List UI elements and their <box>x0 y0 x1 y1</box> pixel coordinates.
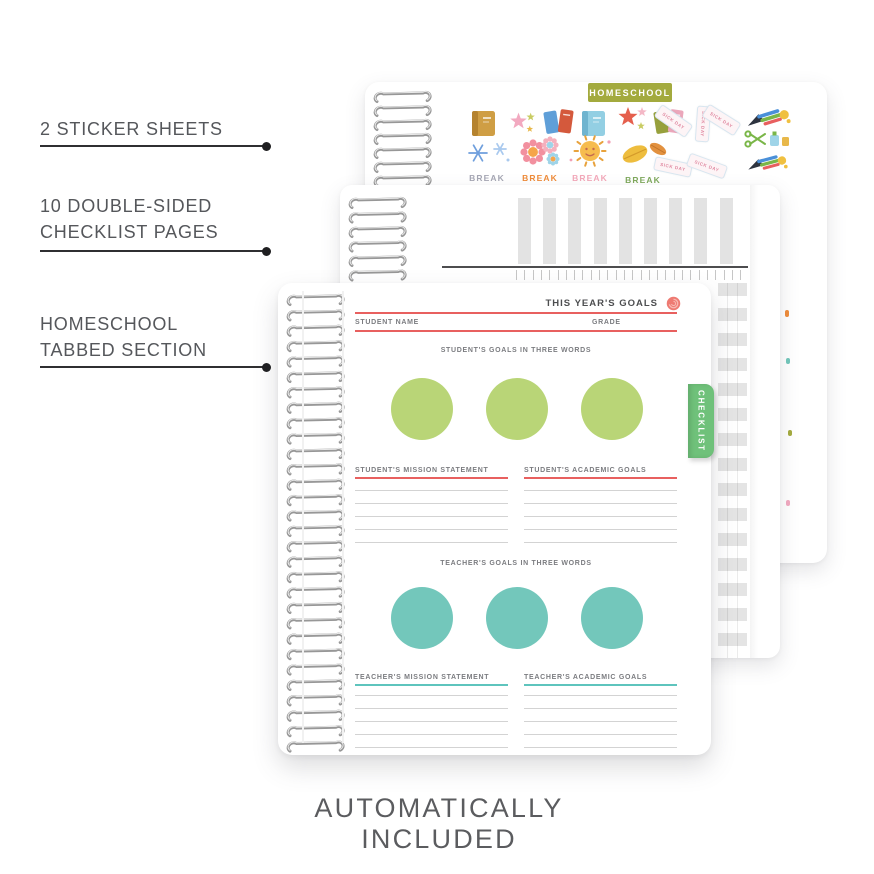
checklist-column-bar <box>669 198 683 264</box>
binding-hole-strip <box>342 291 344 743</box>
spiral-binding-icon <box>286 293 345 753</box>
tan-book-icon <box>468 108 500 138</box>
student-name-rule <box>355 330 677 332</box>
checklist-column-bar <box>694 198 708 264</box>
blue-book-icon <box>578 108 610 138</box>
checklist-row-stripes <box>718 283 747 658</box>
page-fold-shadow <box>750 185 758 658</box>
fleck-icon <box>786 358 790 364</box>
spiral-binding-icon <box>373 90 432 187</box>
goals-page: THIS YEAR'S GOALS STUDENT NAME GRADE STU… <box>278 283 711 755</box>
teacher-goals-heading: TEACHER'S GOALS IN THREE WORDS <box>440 560 592 567</box>
teacher-academic-label: TEACHER'S ACADEMIC GOALS <box>524 674 648 681</box>
callout-sticker-sheets: 2 STICKER SHEETS <box>40 116 223 142</box>
checklist-tab-label: CHECKLIST <box>696 390 706 452</box>
teacher-goal-circle <box>486 587 548 649</box>
checklist-column-bar <box>518 198 531 264</box>
checklist-column-bar <box>618 198 632 264</box>
checklist-section-tab: CHECKLIST <box>688 384 714 458</box>
callout-connector-line-1 <box>40 141 271 151</box>
title-rule <box>355 312 677 314</box>
grade-label: GRADE <box>592 319 621 326</box>
sticker-winter-break: BREAK <box>460 138 514 183</box>
coral-stars-icon <box>614 104 650 134</box>
summer-break-label: BREAK <box>572 173 608 183</box>
callout-checklist-pages: 10 DOUBLE-SIDED CHECKLIST PAGES <box>40 193 218 245</box>
sticker-spring-break: BREAK <box>517 134 563 183</box>
callout-dot-1 <box>262 141 271 151</box>
pink-stars-icon <box>506 110 538 136</box>
fleck-icon <box>785 310 789 317</box>
student-goal-circle <box>486 378 548 440</box>
callout-connector-line-2 <box>40 246 271 256</box>
teacher-academic-rule <box>524 684 677 686</box>
checklist-column-bar <box>568 198 582 264</box>
spiral-binding-icon <box>348 196 407 282</box>
teacher-mission-label: TEACHER'S MISSION STATEMENT <box>355 674 490 681</box>
fleck-icon <box>788 430 792 436</box>
sun-icon <box>567 134 613 173</box>
checklist-column-bar <box>543 198 557 264</box>
student-goal-circle <box>581 378 643 440</box>
callout-dot-3 <box>262 362 271 372</box>
callout-checklist-line2: CHECKLIST PAGES <box>40 222 219 242</box>
fall-break-label: BREAK <box>625 175 661 185</box>
callout-checklist-line1: 10 DOUBLE-SIDED <box>40 196 213 216</box>
callout-homeschool-line2: TABBED SECTION <box>40 340 207 360</box>
leaves-icon <box>615 136 671 175</box>
checklist-column-bar <box>593 198 607 264</box>
student-goal-circle <box>391 378 453 440</box>
homeschool-badge: HOMESCHOOL <box>588 83 672 102</box>
snowflakes-icon <box>460 138 514 173</box>
caption: AUTOMATICALLY INCLUDED <box>314 793 564 854</box>
callout-homeschool-line1: HOMESCHOOL <box>40 314 179 334</box>
checklist-column-bar <box>644 198 657 264</box>
page-title: THIS YEAR'S GOALS <box>545 298 658 309</box>
callout-homeschool-section: HOMESCHOOL TABBED SECTION <box>40 311 207 363</box>
winter-break-label: BREAK <box>469 173 505 183</box>
flowers-icon <box>517 134 563 173</box>
fleck-icon <box>786 500 790 506</box>
student-name-label: STUDENT NAME <box>355 319 420 326</box>
student-academic-rule <box>524 477 677 479</box>
callout-sticker-sheets-label: 2 STICKER SHEETS <box>40 119 223 139</box>
teacher-mission-rule <box>355 684 508 686</box>
student-mission-rule <box>355 477 508 479</box>
checklist-column-bar <box>719 198 733 264</box>
sticker-summer-break: BREAK <box>567 134 613 183</box>
sticker-fall-break: BREAK <box>615 136 671 185</box>
student-academic-label: STUDENT'S ACADEMIC GOALS <box>524 467 647 474</box>
paintbrush-icon <box>743 150 791 177</box>
teacher-goal-circle <box>581 587 643 649</box>
callout-dot-2 <box>262 246 271 256</box>
book-stack-icon <box>542 104 576 138</box>
teacher-goal-circle <box>391 587 453 649</box>
paintbrush-icon <box>745 103 792 133</box>
sick-day-tape-icon: SICK DAY <box>685 152 729 180</box>
spring-break-label: BREAK <box>522 173 558 183</box>
student-mission-label: STUDENT'S MISSION STATEMENT <box>355 467 489 474</box>
student-goals-heading: STUDENT'S GOALS IN THREE WORDS <box>440 347 592 354</box>
flower-stamp-icon <box>666 296 681 311</box>
binding-hole-strip <box>302 291 304 743</box>
checklist-header-rule <box>442 266 748 268</box>
scissors-and-glue-icon <box>744 130 790 148</box>
callout-connector-line-3 <box>40 362 271 372</box>
